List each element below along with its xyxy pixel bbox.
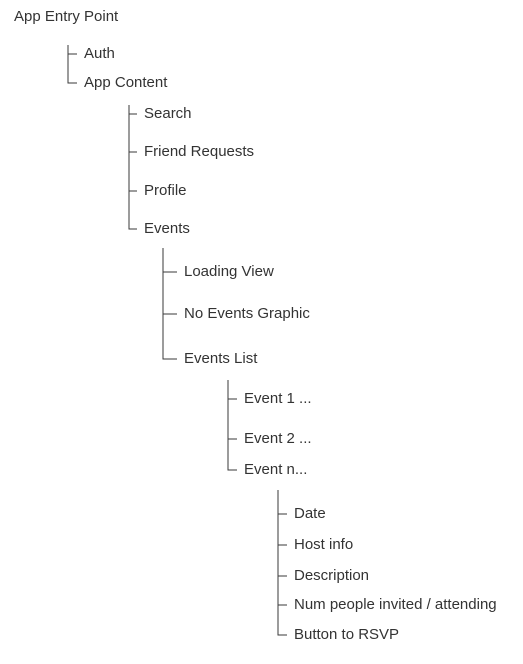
connector-event-2 [227, 399, 237, 440]
node-friend-requests: Friend Requests [144, 143, 255, 160]
connector-events [128, 191, 137, 230]
node-events-list: Events List [184, 350, 258, 367]
connector-button-rsvp [277, 605, 287, 636]
node-events: Events [144, 220, 190, 237]
connector-app-content [67, 54, 77, 84]
node-auth: Auth [84, 45, 115, 62]
node-num-people: Num people invited / attending [294, 596, 497, 613]
connector-events-list [162, 314, 177, 360]
connector-description [277, 545, 287, 577]
node-profile: Profile [144, 182, 187, 199]
connector-friend-requests [128, 114, 137, 153]
node-app-entry-point: App Entry Point [14, 8, 119, 25]
node-host-info: Host info [294, 536, 354, 553]
node-description: Description [294, 567, 370, 584]
connector-event-1 [227, 380, 237, 400]
connector-event-n [227, 439, 237, 471]
node-date: Date [294, 505, 326, 522]
connector-profile [128, 152, 137, 192]
node-event-2: Event 2 ... [244, 430, 312, 447]
node-no-events-graphic: No Events Graphic [184, 305, 310, 322]
node-button-rsvp: Button to RSVP [294, 626, 400, 643]
node-app-content: App Content [84, 74, 168, 91]
connector-search [128, 105, 137, 115]
connector-host-info [277, 514, 287, 546]
node-event-1: Event 1 ... [244, 390, 312, 407]
node-loading-view: Loading View [184, 263, 274, 280]
node-event-n: Event n... [244, 461, 308, 478]
connector-loading-view [162, 248, 177, 273]
connector-num-people [277, 576, 287, 606]
connector-auth [67, 45, 77, 55]
connector-date [277, 490, 287, 515]
node-search: Search [144, 105, 192, 122]
connector-no-events-graphic [162, 272, 177, 315]
